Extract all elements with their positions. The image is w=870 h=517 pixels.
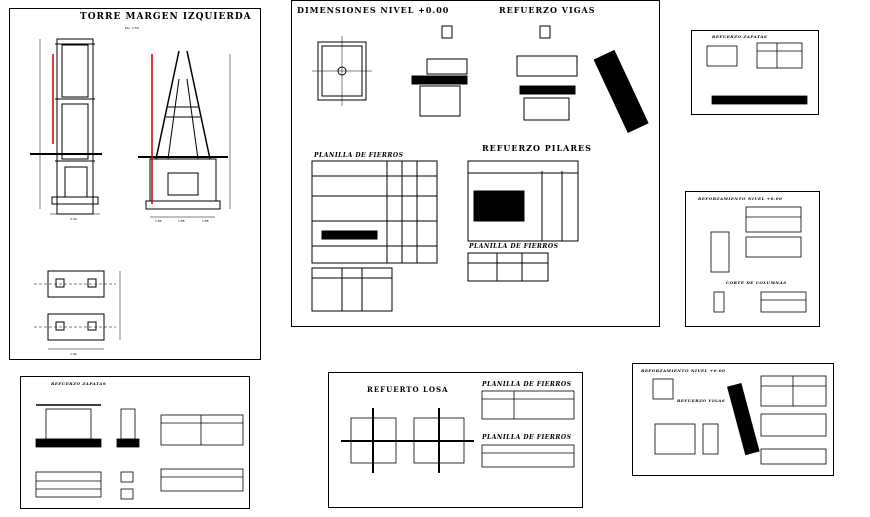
sheet-zapatas-2: REFUERZO ZAPATAS xyxy=(20,376,250,509)
sheet-torre: TORRE MARGEN IZQUIERDA Esc. 1:50 xyxy=(9,8,261,360)
title-torre: TORRE MARGEN IZQUIERDA xyxy=(80,12,252,22)
title-nivel: REFORZAMIENTO NIVEL +0.00 xyxy=(698,196,783,201)
title-refuerzo-vigas: REFUERZO VIGAS xyxy=(499,5,596,15)
sheet-zapatas-1: REFUERZO ZAPATAS xyxy=(691,30,819,115)
title-losa: REFUERTO LOSA xyxy=(367,385,449,394)
title-planilla-4: PLANILLA DE FIERROS xyxy=(482,434,572,441)
drawing-torre xyxy=(30,38,231,350)
drawing-nivel-2 xyxy=(652,375,827,465)
title-refuerzo-pilares: REFUERZO PILARES xyxy=(482,143,592,153)
sheet-dimensiones: DIMENSIONES NIVEL +0.00 REFUERZO VIGAS R… xyxy=(291,0,660,327)
dim-torre-width: 2.40 xyxy=(70,217,77,221)
drawing-losa xyxy=(341,390,575,473)
drawing-dimensiones xyxy=(311,25,649,312)
title-planilla-3: PLANILLA DE FIERROS xyxy=(482,381,572,388)
title-planilla-2: PLANILLA DE FIERROS xyxy=(469,243,559,250)
title-vigas-2: REFUERZO VIGAS xyxy=(677,398,726,403)
title-zapatas-1: REFUERZO ZAPATAS xyxy=(712,34,768,39)
drawing-nivel xyxy=(710,206,807,313)
dim-side-2: 1.85 xyxy=(178,219,185,223)
sheet-losa: REFUERTO LOSA PLANILLA DE FIERROS PLANIL… xyxy=(328,372,583,508)
drawing-zapatas-2 xyxy=(35,404,244,500)
sheet-nivel: REFORZAMIENTO NIVEL +0.00 CORTE DE COLUM… xyxy=(685,191,820,327)
sheet-nivel-2: REFORZAMIENTO NIVEL +0.00 REFUERZO VIGAS xyxy=(632,363,834,476)
drawing-zapatas-1 xyxy=(706,42,808,105)
title-zapatas-2: REFUERZO ZAPATAS xyxy=(51,381,107,386)
scale-torre: Esc. 1:50 xyxy=(125,26,139,30)
title-corte-columnas: CORTE DE COLUMNAS xyxy=(726,280,787,285)
dim-side-1: 1.85 xyxy=(155,219,162,223)
title-nivel-2: REFORZAMIENTO NIVEL +0.00 xyxy=(641,368,726,373)
dim-side-3: 1.85 xyxy=(202,219,209,223)
title-planilla-1: PLANILLA DE FIERROS xyxy=(314,152,404,159)
title-dimensiones: DIMENSIONES NIVEL +0.00 xyxy=(297,5,450,15)
dim-torre-base: 1.00 xyxy=(70,352,77,356)
